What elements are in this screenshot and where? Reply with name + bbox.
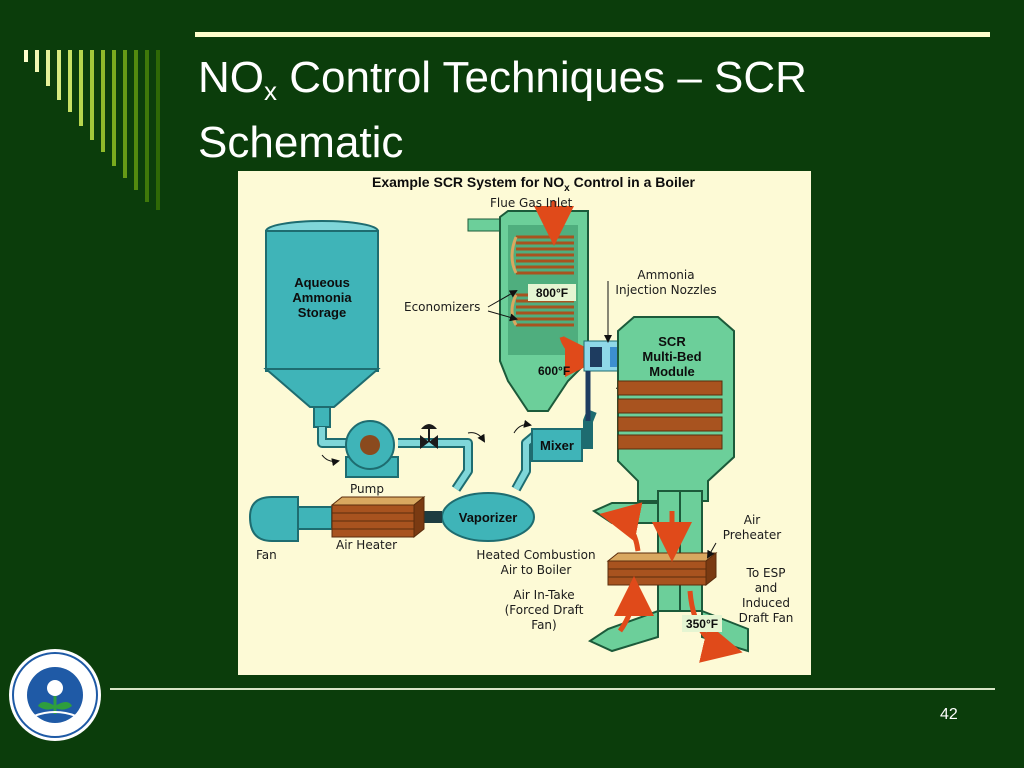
diagram-heading: Example SCR System for NOx Control in a … xyxy=(372,174,696,194)
ammonia-storage-tank xyxy=(263,220,381,428)
air-intake-label-2: (Forced Draft xyxy=(505,603,584,617)
heated-air-label-2: Air to Boiler xyxy=(501,563,572,577)
scr-label-2: Multi-Bed xyxy=(642,349,701,364)
fan-label: Fan xyxy=(256,548,277,562)
heated-air-label-1: Heated Combustion xyxy=(476,548,595,562)
title-line2: Schematic xyxy=(198,118,404,167)
mixer xyxy=(531,428,583,462)
flue-gas-inlet-label: Flue Gas Inlet xyxy=(490,196,573,210)
slide-title: NOx Control Techniques – SCR Schematic xyxy=(198,52,807,169)
storage-label-3: Storage xyxy=(298,305,346,320)
economizer-duct xyxy=(467,210,589,412)
page-number: 42 xyxy=(940,706,958,723)
storage-label-1: Aqueous xyxy=(294,275,350,290)
air-heater-label: Air Heater xyxy=(336,538,397,552)
top-rule xyxy=(195,32,990,37)
scr-label-1: SCR xyxy=(658,334,686,349)
ammonia-label-2: Injection Nozzles xyxy=(615,283,716,297)
scr-label-3: Module xyxy=(649,364,695,379)
to-esp-label-2: and xyxy=(755,581,778,595)
pump-label: Pump xyxy=(350,482,384,496)
scr-multi-bed-module xyxy=(617,316,735,502)
air-preheater-label-2: Preheater xyxy=(723,528,782,542)
vaporizer-label: Vaporizer xyxy=(459,510,518,525)
title-rest: Control Techniques – SCR xyxy=(277,53,807,102)
air-heater xyxy=(330,495,426,539)
storage-label-2: Ammonia xyxy=(292,290,352,305)
ammonia-label-1: Ammonia xyxy=(637,268,694,282)
air-preheater-label-1: Air xyxy=(744,513,761,527)
epa-seal-logo xyxy=(9,649,101,741)
scr-schematic-diagram: Example SCR System for NOx Control in a … xyxy=(238,171,811,675)
decorative-bars xyxy=(24,50,160,210)
temp-350-label: 350°F xyxy=(686,617,718,631)
control-valve xyxy=(420,424,438,449)
bottom-rule xyxy=(110,688,995,690)
heated-air-arrow xyxy=(599,502,643,552)
to-esp-label-3: Induced xyxy=(742,596,790,610)
fan xyxy=(248,496,333,542)
pump xyxy=(345,420,399,478)
to-esp-label-4: Draft Fan xyxy=(739,611,794,625)
title-main: NO xyxy=(198,53,264,102)
air-intake-arrow xyxy=(613,576,654,633)
air-preheater xyxy=(606,551,718,587)
air-intake-label-1: Air In-Take xyxy=(513,588,574,602)
title-subscript: x xyxy=(264,76,277,106)
mixer-label: Mixer xyxy=(540,438,574,453)
temp-800-label: 800°F xyxy=(536,286,568,300)
temp-600-label: 600°F xyxy=(538,364,570,378)
air-intake-label-3: Fan) xyxy=(531,618,556,632)
to-esp-label-1: To ESP xyxy=(746,566,786,580)
economizers-label: Economizers xyxy=(404,300,480,314)
